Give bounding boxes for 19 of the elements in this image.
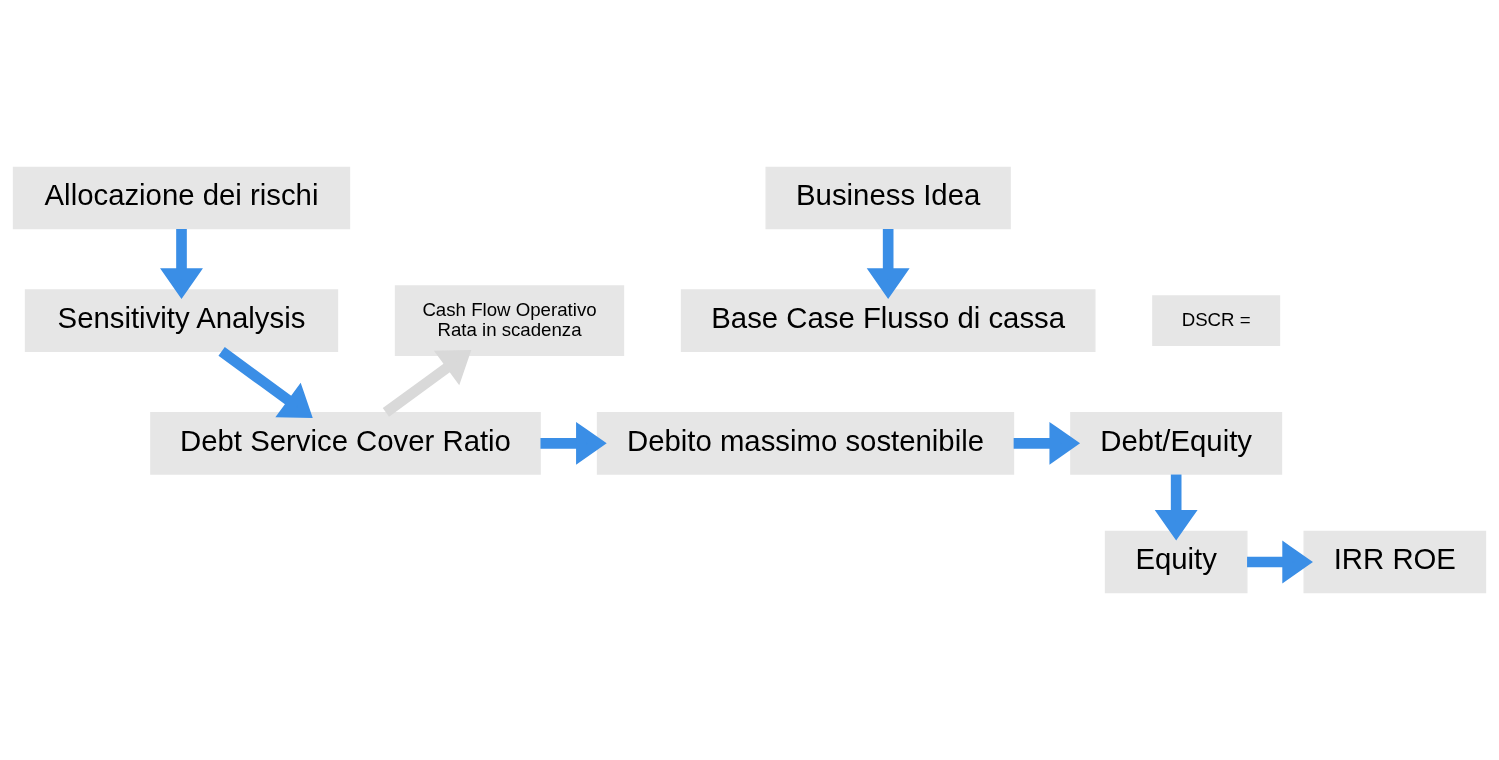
node-box: Debito massimo sostenibile <box>596 412 1015 475</box>
node-box: Sensitivity Analysis <box>24 289 339 352</box>
arrow <box>1154 474 1198 541</box>
node-box: Cash Flow Operativo Rata in scadenza <box>394 285 625 356</box>
node-box: Business Idea <box>765 166 1011 230</box>
arrow <box>540 421 607 465</box>
node-box: DSCR = <box>1152 295 1281 346</box>
node-box: Equity <box>1104 530 1248 594</box>
node-box: IRR ROE <box>1303 530 1487 594</box>
arrow <box>1013 421 1081 465</box>
arrow <box>218 347 313 419</box>
node-box: Debt Service Cover Ratio <box>150 412 541 475</box>
node-box: Allocazione dei rischi <box>12 166 351 230</box>
node-box: Base Case Flusso di cassa <box>680 289 1096 352</box>
arrow <box>1247 540 1313 584</box>
arrow <box>382 349 472 417</box>
arrow <box>866 229 910 299</box>
node-box: Debt/Equity <box>1070 412 1283 475</box>
arrow <box>160 229 203 299</box>
